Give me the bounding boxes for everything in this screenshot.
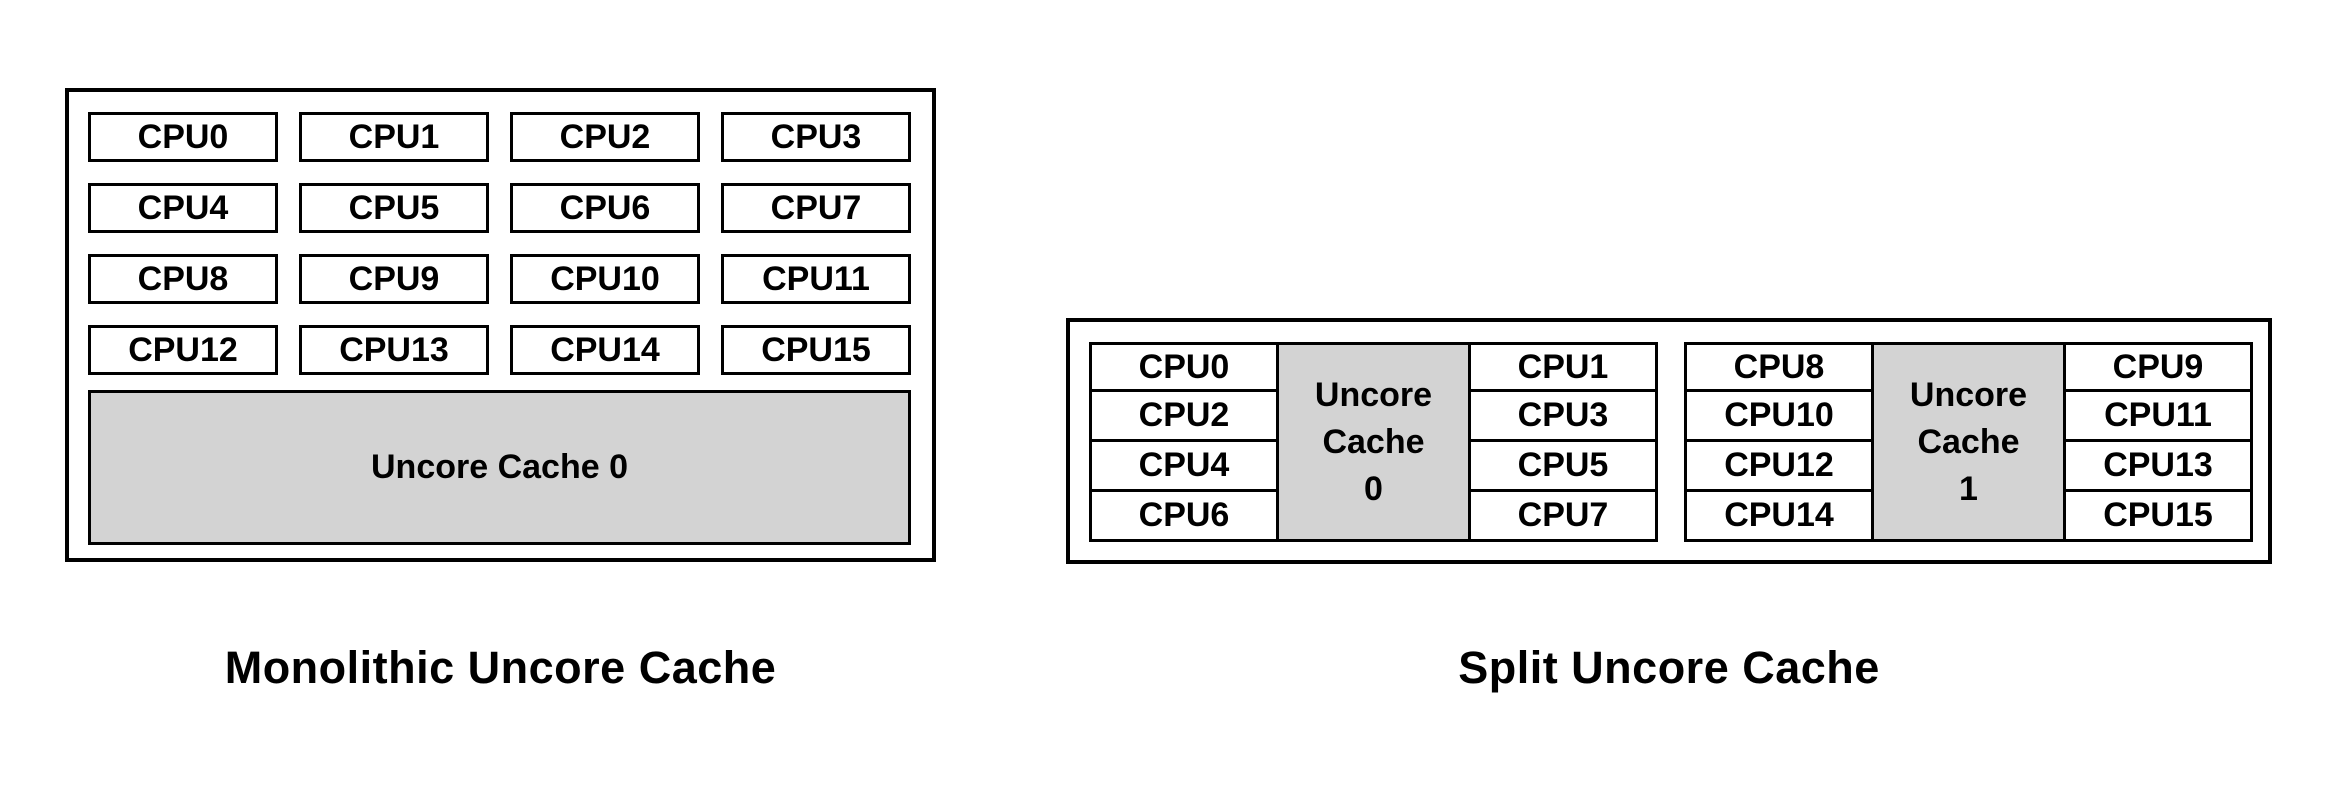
cpu-box: CPU14 [510,325,700,375]
cpu-box: CPU3 [721,112,911,162]
cpu-box: CPU3 [1468,392,1658,442]
cpu-box: CPU0 [88,112,278,162]
uncore-cache-label-line: 0 [1364,469,1383,508]
cpu-box: CPU5 [1468,442,1658,492]
uncore-cache-0-label: Uncore Cache 0 [371,448,628,486]
cpu-box: CPU9 [299,254,489,304]
cpu-box: CPU6 [510,183,700,233]
cpu-box: CPU2 [510,112,700,162]
cpu-box: CPU8 [1684,342,1874,392]
monolithic-outer-box: CPU0 CPU1 CPU2 CPU3 CPU4 CPU5 CPU6 CPU7 … [65,88,936,562]
cpu-box: CPU10 [1684,392,1874,442]
split-group-1-left-column: CPU8 CPU10 CPU12 CPU14 [1684,342,1874,542]
cpu-box: CPU12 [88,325,278,375]
uncore-cache-0-box: Uncore Cache 0 [88,390,911,545]
cpu-box: CPU15 [721,325,911,375]
cpu-box: CPU5 [299,183,489,233]
cpu-box: CPU6 [1089,492,1279,542]
cpu-box: CPU4 [88,183,278,233]
cpu-box: CPU7 [1468,492,1658,542]
cpu-box: CPU14 [1684,492,1874,542]
cpu-box: CPU11 [721,254,911,304]
uncore-cache-label-line: Uncore [1314,375,1433,414]
uncore-cache-label-line: Uncore [1909,375,2028,414]
cpu-box: CPU1 [299,112,489,162]
uncore-cache-label-line: 1 [1959,469,1978,508]
cpu-box: CPU7 [721,183,911,233]
cpu-box: CPU8 [88,254,278,304]
cpu-box: CPU12 [1684,442,1874,492]
monolithic-cpu-grid: CPU0 CPU1 CPU2 CPU3 CPU4 CPU5 CPU6 CPU7 … [88,112,911,375]
split-outer-box: CPU0 CPU2 CPU4 CPU6 Uncore Cache 0 CPU1 … [1066,318,2272,564]
cpu-box: CPU15 [2063,492,2253,542]
split-group-1-right-column: CPU9 CPU11 CPU13 CPU15 [2063,342,2253,542]
cpu-box: CPU4 [1089,442,1279,492]
split-group-1: CPU8 CPU10 CPU12 CPU14 Uncore Cache 1 CP… [1684,342,2253,542]
cpu-box: CPU13 [299,325,489,375]
cpu-box: CPU2 [1089,392,1279,442]
split-group-0-left-column: CPU0 CPU2 CPU4 CPU6 [1089,342,1279,542]
split-group-0-right-column: CPU1 CPU3 CPU5 CPU7 [1468,342,1658,542]
cpu-box: CPU11 [2063,392,2253,442]
cpu-box: CPU1 [1468,342,1658,392]
uncore-cache-label-line: Cache [1322,422,1425,461]
cpu-box: CPU9 [2063,342,2253,392]
split-group-0: CPU0 CPU2 CPU4 CPU6 Uncore Cache 0 CPU1 … [1089,342,1658,542]
monolithic-caption: Monolithic Uncore Cache [224,642,777,693]
cpu-box: CPU10 [510,254,700,304]
uncore-cache-label-line: Cache [1917,422,2020,461]
uncore-cache-1-split-box: Uncore Cache 1 [1874,342,2063,542]
cpu-box: CPU13 [2063,442,2253,492]
uncore-cache-0-split-box: Uncore Cache 0 [1279,342,1468,542]
cpu-box: CPU0 [1089,342,1279,392]
split-caption: Split Uncore Cache [1458,642,1880,693]
